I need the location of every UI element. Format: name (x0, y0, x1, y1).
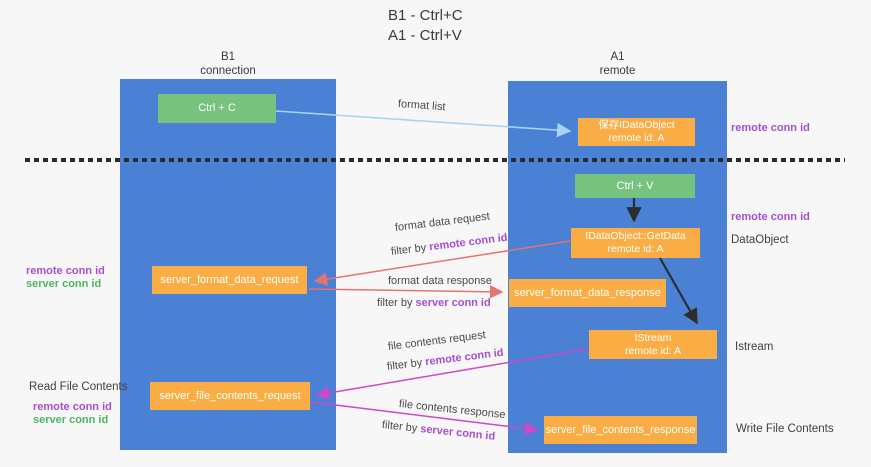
annotation-istream: Istream (735, 341, 774, 353)
label-filter-server-2: filter by server conn id (381, 419, 495, 443)
annotation-write-file-contents: Write File Contents (736, 423, 834, 435)
left-column-header: B1 connection (120, 50, 336, 78)
filter-prefix: filter by (381, 419, 421, 435)
node-save-dataobject-line1: 保存IDataObject (598, 119, 675, 131)
label-format-list: format list (397, 98, 446, 114)
annotation-dataobject: DataObject (731, 234, 789, 246)
filter-prefix: filter by (377, 297, 416, 309)
node-istream-line1: IStream (634, 331, 672, 344)
node-istream-line2: remote id: A (624, 344, 682, 357)
right-column-header: A1 remote (508, 50, 727, 78)
label-file-contents-response: file contents response (398, 398, 507, 422)
title-line-2: A1 - Ctrl+V (388, 27, 462, 44)
node-format-request: server_format_data_request (152, 266, 307, 294)
label-file-contents-request: file contents request (387, 329, 487, 353)
label-format-data-request: format data request (394, 210, 491, 234)
label-filter-server-1: filter by server conn id (377, 297, 491, 309)
annotation-left-server-conn-id-2: server conn id (33, 414, 109, 426)
node-file-response: server_file_contents_response (544, 416, 697, 444)
right-column-name: A1 (610, 51, 625, 63)
filter-key-server: server conn id (419, 423, 496, 443)
right-column-role: remote (599, 65, 636, 77)
annotation-left-remote-conn-id: remote conn id (26, 265, 105, 277)
filter-key-remote: remote conn id (428, 231, 509, 254)
node-save-dataobject: 保存IDataObject remote id: A (578, 118, 695, 146)
title-line-1: B1 - Ctrl+C (388, 7, 463, 24)
node-format-response: server_format_data_response (509, 279, 666, 307)
left-column-role: connection (200, 65, 256, 77)
node-istream: IStream remote id: A (589, 330, 717, 359)
annotation-left-server-conn-id: server conn id (26, 278, 102, 290)
node-format-response-label: server_format_data_response (514, 286, 661, 299)
node-ctrl-c-label: Ctrl + C (198, 102, 236, 114)
arrow-format-data-response (308, 285, 504, 299)
label-format-data-response: format data response (388, 275, 492, 287)
annotation-read-file-contents: Read File Contents (29, 381, 128, 393)
node-ctrl-c: Ctrl + C (158, 94, 276, 123)
filter-key-server: server conn id (415, 297, 491, 309)
annotation-left-remote-conn-id-2: remote conn id (33, 401, 112, 413)
label-filter-remote-1: filter by remote conn id (390, 232, 508, 258)
dashed-separator (25, 158, 845, 162)
node-file-request-label: server_file_contents_request (159, 389, 301, 402)
node-save-dataobject-line2: remote id: A (608, 132, 665, 144)
node-format-request-label: server_format_data_request (160, 273, 299, 286)
node-file-request: server_file_contents_request (150, 382, 310, 410)
node-getdata-line2: remote id: A (607, 243, 664, 255)
annotation-left-conn-ids-format: remote conn id server conn id (26, 265, 105, 291)
annotation-remote-conn-id-mid: remote conn id (731, 211, 810, 223)
node-getdata-line1: IDataObject::GetData (585, 230, 686, 242)
filter-prefix: filter by (386, 356, 426, 373)
diagram-title: B1 - Ctrl+C A1 - Ctrl+V (388, 6, 463, 46)
node-ctrl-v: Ctrl + V (575, 174, 695, 198)
annotation-left-conn-ids-file: remote conn id server conn id (33, 401, 112, 427)
annotation-remote-conn-id-top: remote conn id (731, 122, 810, 134)
node-getdata: IDataObject::GetData remote id: A (571, 228, 700, 258)
filter-prefix: filter by (390, 241, 430, 258)
node-file-response-label: server_file_contents_response (545, 423, 696, 436)
left-column-name: B1 (220, 51, 236, 63)
filter-key-remote: remote conn id (424, 346, 505, 369)
node-ctrl-v-label: Ctrl + V (616, 179, 654, 192)
